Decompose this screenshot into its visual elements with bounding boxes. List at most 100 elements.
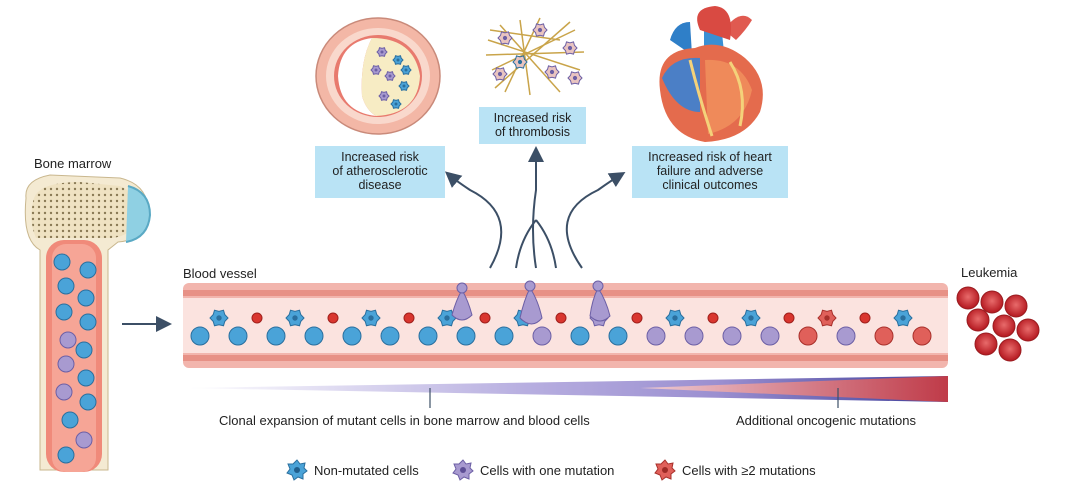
vessel-cell — [418, 326, 438, 346]
plaque-cell-nucleus — [404, 68, 408, 72]
marrow-cell — [57, 446, 75, 464]
thrombus-cell-nucleus — [537, 27, 543, 33]
two-mutation-cell-icon — [654, 459, 676, 481]
non-mutated-cell-icon — [286, 459, 308, 481]
thrombus-cell-nucleus — [517, 59, 523, 65]
vessel-cell-nucleus — [672, 315, 678, 321]
marrow-cell — [57, 355, 75, 373]
leukemia-cell — [1016, 318, 1040, 342]
plaque-cell-nucleus — [402, 84, 406, 88]
red-blood-cell — [251, 312, 263, 324]
red-blood-cell — [479, 312, 491, 324]
plaque-cell-nucleus — [388, 74, 392, 78]
red-blood-cell — [555, 312, 567, 324]
marrow-cell — [77, 369, 95, 387]
risk-box-atherosclerosis: Increased risk of atherosclerotic diseas… — [315, 146, 445, 198]
thrombus-cell-nucleus — [497, 71, 503, 77]
leukemia-cell — [974, 332, 998, 356]
leukemia-cell — [1004, 294, 1028, 318]
vessel-cell-nucleus — [444, 315, 450, 321]
escaping-cells — [451, 280, 611, 325]
risk-line: of thrombosis — [494, 125, 571, 139]
vessel-cell — [456, 326, 476, 346]
plaque-cell-nucleus — [374, 68, 378, 72]
vessel-cell — [532, 326, 552, 346]
legend-item-one-mutation: Cells with one mutation — [452, 459, 614, 481]
marrow-cell — [55, 303, 73, 321]
leukemia-cell — [966, 308, 990, 332]
red-blood-cell — [707, 312, 719, 324]
one-mutation-cell-icon — [452, 459, 474, 481]
vessel-cell-nucleus — [900, 315, 906, 321]
red-blood-cell — [783, 312, 795, 324]
plaque-cell-nucleus — [380, 50, 384, 54]
vessel-cell-nucleus — [824, 315, 830, 321]
legend-item-non-mutated: Non-mutated cells — [286, 459, 419, 481]
vessel-cell-nucleus — [292, 315, 298, 321]
legend-item-two-mutations: Cells with ≥2 mutations — [654, 459, 816, 481]
red-blood-cell — [327, 312, 339, 324]
risk-line: of atherosclerotic — [332, 164, 428, 178]
risk-box-heart-failure: Increased risk of heart failure and adve… — [632, 146, 788, 198]
vessel-cell — [722, 326, 742, 346]
leukemia-label: Leukemia — [961, 265, 1018, 280]
vessel-cell-nucleus — [368, 315, 374, 321]
heart-illustration — [659, 6, 763, 142]
marrow-cell — [55, 383, 73, 401]
risk-line: disease — [358, 178, 402, 192]
leukemia-cells — [956, 286, 1040, 362]
leukemia-cell — [998, 338, 1022, 362]
vessel-cell — [646, 326, 666, 346]
legend-label: Non-mutated cells — [314, 462, 419, 478]
vessel-cell — [912, 326, 932, 346]
marrow-cell — [77, 289, 95, 307]
artery-cross-section — [315, 17, 441, 135]
plaque-cell-nucleus — [382, 94, 386, 98]
thrombus-cell-nucleus — [502, 35, 508, 41]
clonal-expansion-gradient — [183, 376, 948, 408]
vessel-cell — [684, 326, 704, 346]
vessel-cell-nucleus — [216, 315, 222, 321]
red-blood-cell — [403, 312, 415, 324]
vessel-cell — [760, 326, 780, 346]
plaque-cell-nucleus — [396, 58, 400, 62]
plaque-cell-nucleus — [394, 102, 398, 106]
legend-label: Cells with one mutation — [480, 462, 615, 478]
thrombus-cell-nucleus — [549, 69, 555, 75]
risk-line: failure and adverse — [656, 164, 764, 178]
marrow-cell — [75, 431, 93, 449]
vessel-cell — [836, 326, 856, 346]
vessel-cell — [228, 326, 248, 346]
leukemia-cell — [980, 290, 1004, 314]
risk-line: Increased risk — [493, 111, 572, 125]
marrow-cell — [79, 393, 97, 411]
thrombus-cell-nucleus — [567, 45, 573, 51]
marrow-cell — [53, 253, 71, 271]
marrow-cell — [57, 277, 75, 295]
vessel-cell — [874, 326, 894, 346]
leukemia-cell — [992, 314, 1016, 338]
risk-arrows — [444, 146, 626, 269]
vessel-cell — [342, 326, 362, 346]
vessel-cell — [608, 326, 628, 346]
risk-box-thrombosis: Increased risk of thrombosis — [479, 107, 586, 144]
marrow-cell — [79, 313, 97, 331]
risk-line: Increased risk of heart — [648, 150, 772, 164]
vessel-cell — [798, 326, 818, 346]
thrombus-cell-nucleus — [572, 75, 578, 81]
marrow-cell — [79, 261, 97, 279]
legend-label: Cells with ≥2 mutations — [682, 462, 816, 478]
vessel-cell — [380, 326, 400, 346]
clonal-expansion-label: Clonal expansion of mutant cells in bone… — [219, 413, 590, 428]
vessel-cell-nucleus — [748, 315, 754, 321]
vessel-cell — [304, 326, 324, 346]
bone-marrow-label: Bone marrow — [34, 156, 112, 171]
marrow-cell — [75, 341, 93, 359]
vessel-cell — [494, 326, 514, 346]
marrow-cell — [59, 331, 77, 349]
marrow-cell — [61, 411, 79, 429]
red-blood-cell — [631, 312, 643, 324]
risk-line: Increased risk — [341, 150, 419, 164]
blood-vessel — [183, 283, 948, 368]
